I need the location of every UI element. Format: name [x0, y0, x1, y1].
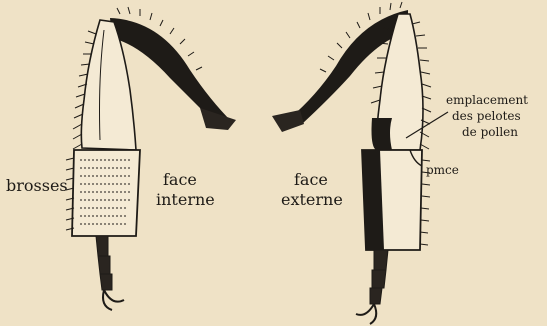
label-pmce: pmce [426, 164, 459, 177]
left-claw [103, 290, 124, 310]
left-tarsal-segments [96, 236, 112, 290]
right-claw [356, 304, 376, 324]
right-pollen-basket [372, 118, 393, 150]
right-leg-external-face [272, 2, 448, 324]
label-face-externe-2: externe [281, 192, 343, 209]
label-brosses: brosses [6, 178, 68, 195]
left-leg-internal-face [66, 7, 236, 310]
label-face-interne-2: interne [156, 192, 215, 209]
label-emplacement-3: de pollen [462, 126, 518, 139]
right-tarsal-segments [370, 250, 388, 304]
label-emplacement-1: emplacement [446, 94, 528, 107]
label-face-externe-1: face [294, 172, 328, 189]
label-face-interne-1: face [163, 172, 197, 189]
left-basitarsus [72, 150, 140, 236]
right-femur-tuft [272, 110, 304, 132]
label-emplacement-2: des pelotes [452, 110, 521, 123]
